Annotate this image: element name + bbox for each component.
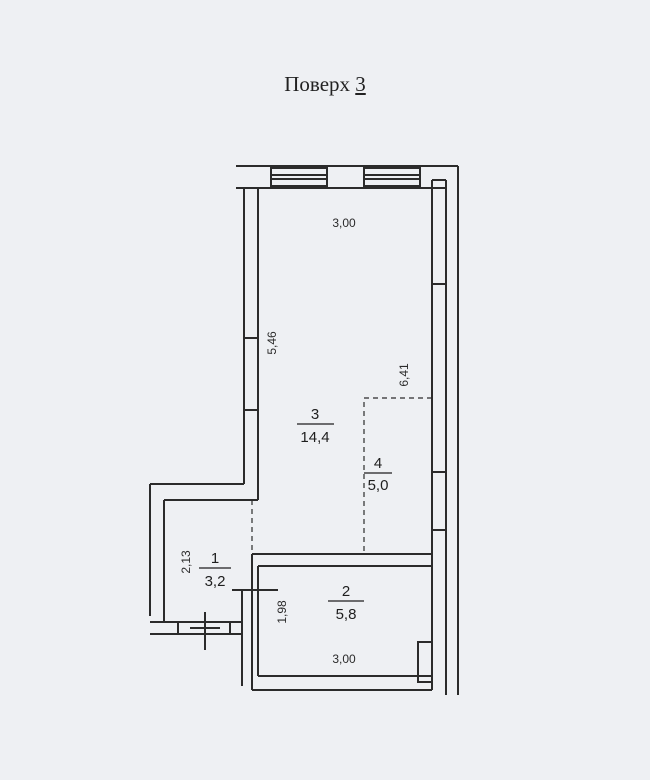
dim-top-width: 3,00 xyxy=(332,216,356,230)
dim-left-length: 5,46 xyxy=(265,331,279,355)
dim-right-length: 6,41 xyxy=(397,363,411,387)
room-3-number: 3 xyxy=(311,406,319,423)
window-left xyxy=(270,167,328,187)
floor-title-prefix: Поверх xyxy=(284,72,351,96)
dim-bottom-width: 3,00 xyxy=(332,652,356,666)
room-4-area: 5,0 xyxy=(368,477,389,494)
left-wall-pillar xyxy=(243,337,259,411)
right-wall-niche-lower xyxy=(431,471,447,531)
room-4-number: 4 xyxy=(374,455,382,472)
room-1-area: 3,2 xyxy=(205,573,226,590)
floor-title: Поверх 3 xyxy=(0,72,650,97)
room-1-number: 1 xyxy=(211,550,219,567)
dim-anteroom-width: 2,13 xyxy=(179,550,193,574)
window-right xyxy=(363,167,421,187)
bath-wall-niche xyxy=(417,641,433,683)
room-2-area: 5,8 xyxy=(336,606,357,623)
room-2-number: 2 xyxy=(342,583,350,600)
zone-4-outline xyxy=(363,397,432,554)
room-3-area: 14,4 xyxy=(300,429,329,446)
floor-title-number: 3 xyxy=(355,72,366,96)
dim-bath-length: 1,98 xyxy=(275,600,289,624)
right-wall-niche-upper xyxy=(431,187,447,285)
